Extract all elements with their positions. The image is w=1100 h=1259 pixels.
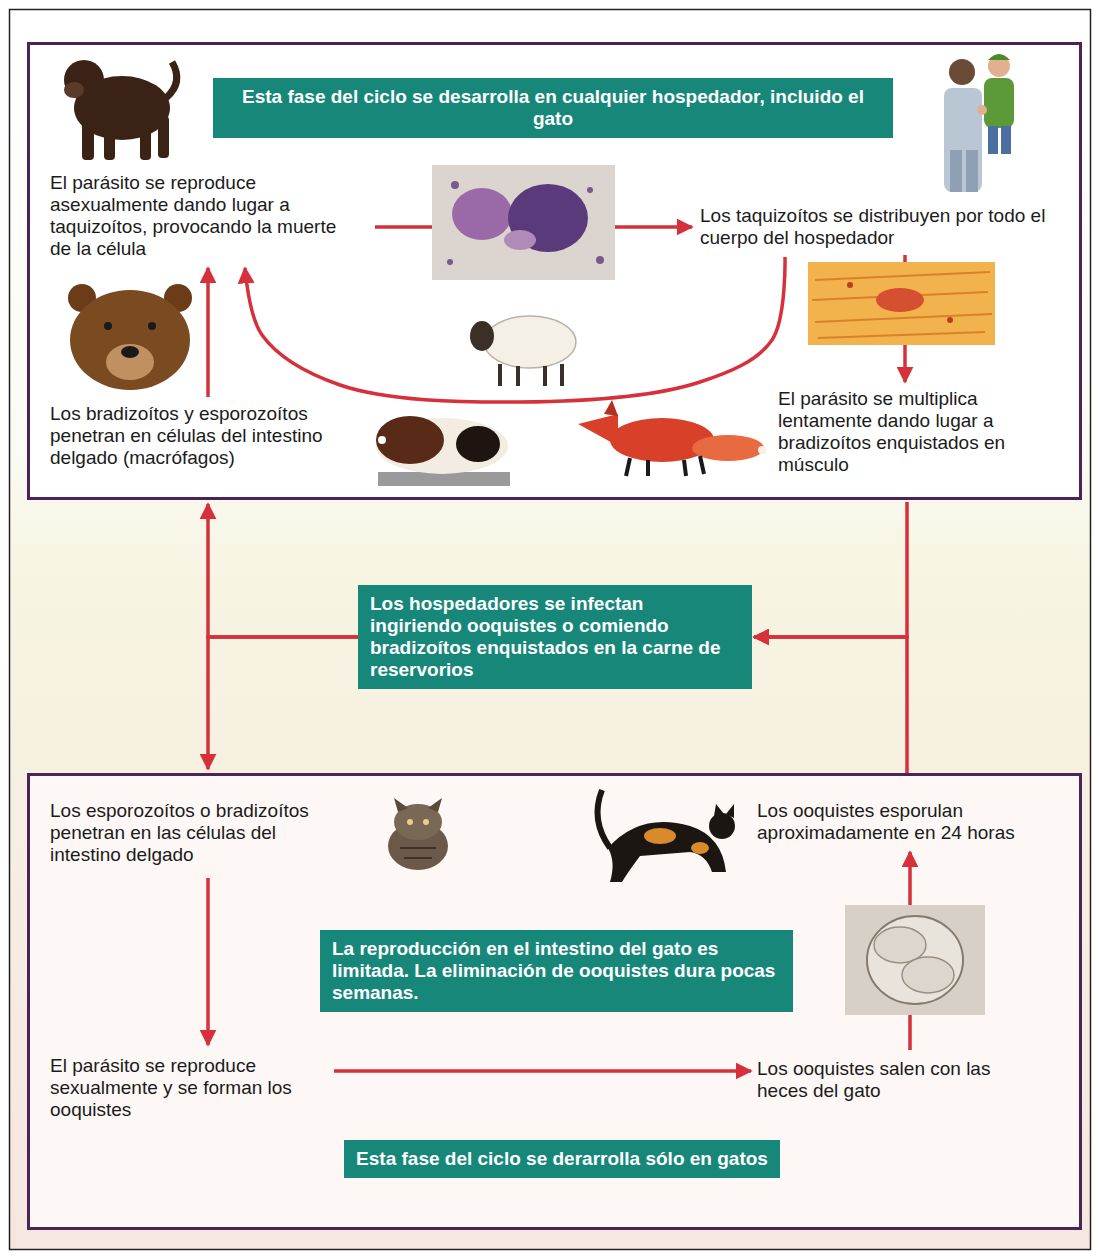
cat-phase-ground xyxy=(27,773,1082,1230)
step-text: El parásito se reproduce asexualmente da… xyxy=(50,172,350,260)
step-text: Los taquizoítos se distribuyen por todo … xyxy=(700,205,1072,249)
black-cat-figure xyxy=(598,790,736,882)
cycle-arrow xyxy=(754,637,907,773)
step-text: Los taquizoítos se distribuyen por todo … xyxy=(700,205,1072,249)
fox-figure xyxy=(578,400,766,476)
step-text: Los ooquistes esporulan aproximadamente … xyxy=(757,800,1067,844)
baboon-figure xyxy=(64,60,177,160)
step-text: El parásito se reproduce sexualmente y s… xyxy=(50,1055,330,1121)
bear-head xyxy=(68,284,192,390)
note-text: Los hospedadores se infectan ingiriendo … xyxy=(370,593,740,681)
phase-banner: Esta fase del ciclo se desarrolla en cua… xyxy=(213,78,893,138)
tabby-cat-figure xyxy=(388,798,448,870)
cycle-arrow xyxy=(334,1069,751,1073)
step-text: Los ooquistes salen con las heces del ga… xyxy=(757,1058,1037,1102)
step-text: Los bradizoítos y esporozoítos penetran … xyxy=(50,403,340,469)
tachyzoite-micrograph xyxy=(432,165,615,280)
infection-note: Los hospedadores se infectan ingiriendo … xyxy=(358,585,752,689)
step-text: Los esporozoítos o bradizoítos penetran … xyxy=(50,800,350,866)
cycle-arrow xyxy=(208,637,358,769)
cycle-arrow xyxy=(206,268,210,397)
step-text: El parásito se multiplica lentamente dan… xyxy=(778,388,1068,476)
cat-note: La reproducción en el intestino del gato… xyxy=(320,930,793,1012)
cycle-arrow xyxy=(208,504,358,637)
phase-banner: Esta fase del ciclo se derarrolla sólo e… xyxy=(344,1140,780,1178)
muscle-micrograph xyxy=(808,262,995,345)
cycle-arrow xyxy=(206,878,210,1045)
step-text: Los ooquistes salen con las heces del ga… xyxy=(757,1058,1037,1102)
sheep-figure xyxy=(470,316,576,386)
people-figure xyxy=(944,54,1014,192)
step-text: El parásito se multiplica lentamente dan… xyxy=(778,388,1068,476)
guinea-pig-figure xyxy=(376,416,510,486)
step-text: Los esporozoítos o bradizoítos penetran … xyxy=(50,800,350,866)
oocyst-micrograph xyxy=(845,905,985,1015)
host-phase-ground xyxy=(27,42,1082,500)
step-text: El parásito se reproduce asexualmente da… xyxy=(50,172,350,260)
step-text: Los ooquistes esporulan aproximadamente … xyxy=(757,800,1067,844)
cycle-arrow xyxy=(754,502,907,637)
note-text: La reproducción en el intestino del gato… xyxy=(332,938,781,1004)
step-text: Los bradizoítos y esporozoítos penetran … xyxy=(50,403,340,469)
cat-phase-box: Esta fase del ciclo se derarrolla sólo e… xyxy=(27,773,1082,1230)
outer-frame xyxy=(10,10,1091,1250)
step-text: El parásito se reproduce sexualmente y s… xyxy=(50,1055,330,1121)
host-phase-box: Esta fase del ciclo se desarrolla en cua… xyxy=(27,42,1082,500)
